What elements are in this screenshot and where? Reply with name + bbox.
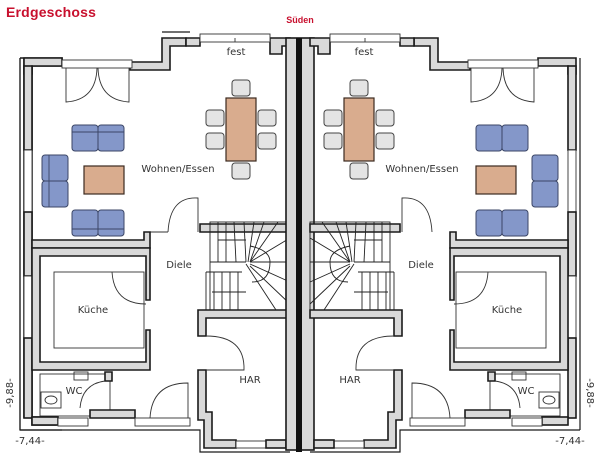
room-label-wc-left: WC bbox=[66, 386, 83, 397]
front-door-left bbox=[134, 417, 191, 427]
sofa-bottom-left bbox=[71, 209, 125, 237]
room-label-fest-left: fest bbox=[227, 47, 246, 58]
dimension-width-left: -7,44- bbox=[15, 436, 45, 447]
room-label-har-left: HAR bbox=[239, 375, 260, 386]
wc-toilet-left bbox=[73, 371, 89, 381]
unit-right bbox=[309, 33, 581, 453]
dimension-depth-left: -9,88- bbox=[5, 378, 16, 408]
kitchen-counter-left bbox=[53, 271, 145, 349]
window-living-left bbox=[23, 149, 33, 213]
window-kitchen-left bbox=[23, 275, 33, 339]
room-label-kueche-left: Küche bbox=[78, 305, 108, 316]
room-label-fest-right: fest bbox=[355, 47, 374, 58]
room-label-diele-left: Diele bbox=[166, 260, 192, 271]
window-wc-left bbox=[57, 417, 89, 427]
dimension-width-right: -7,44- bbox=[555, 436, 585, 447]
room-label-wohnen-right: Wohnen/Essen bbox=[385, 164, 458, 175]
floor-title: Erdgeschoss bbox=[6, 4, 97, 20]
room-label-wc-right: WC bbox=[518, 386, 535, 397]
sofa-top-left bbox=[71, 124, 125, 152]
wc-basin-left bbox=[40, 391, 62, 409]
room-label-diele-right: Diele bbox=[408, 260, 434, 271]
coffee-table-left bbox=[83, 165, 125, 195]
staircase-left bbox=[205, 221, 291, 311]
room-label-har-right: HAR bbox=[339, 375, 360, 386]
window-har-left bbox=[235, 440, 267, 449]
room-label-wohnen-left: Wohnen/Essen bbox=[141, 164, 214, 175]
room-label-kueche-right: Küche bbox=[492, 305, 522, 316]
sofa-side-left bbox=[41, 154, 69, 208]
unit-left: fest Wohnen/Essen Diele Küche WC HAR -9,… bbox=[5, 31, 291, 453]
terrace-window-left bbox=[61, 59, 133, 69]
dining-set-left bbox=[205, 79, 277, 180]
orientation-label: Süden bbox=[286, 15, 314, 25]
dimension-depth-right: -9,88- bbox=[584, 378, 595, 408]
